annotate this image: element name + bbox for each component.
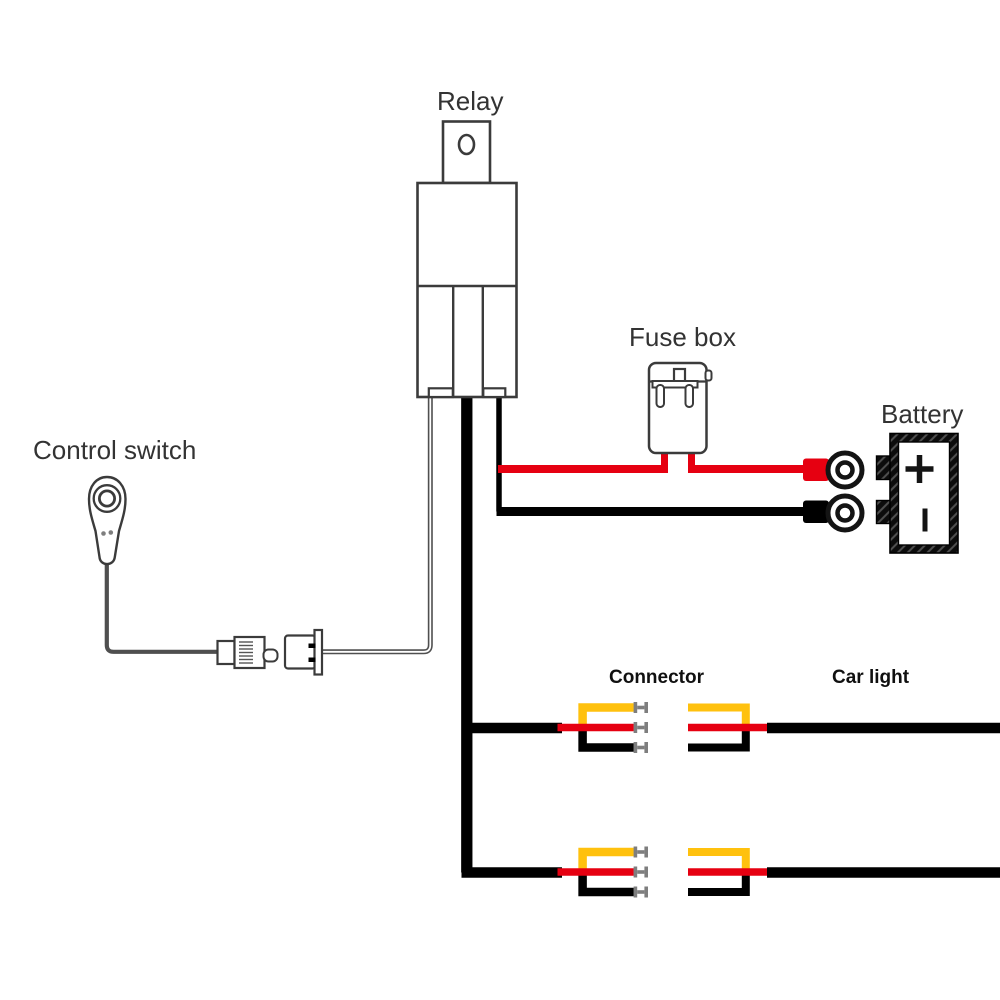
inline-connector-female: [283, 628, 324, 676]
label-control-switch: Control switch: [33, 435, 197, 465]
male-pin: [262, 648, 279, 663]
relay-symbol: [416, 120, 518, 399]
connector-2-left-half: [557, 846, 648, 898]
fuse-box-symbol: [647, 361, 713, 455]
fuse-box-nub: [704, 369, 713, 382]
label-car-light: Car light: [832, 667, 910, 688]
connector-1-right-half: [688, 703, 1000, 752]
fuse-box-latch: [672, 367, 687, 383]
connector-assembly-2: [557, 846, 1000, 898]
ring-terminal-negative: [825, 493, 865, 533]
switch-button: [98, 489, 117, 508]
control-switch-symbol: [87, 475, 127, 566]
inline-connector-male: [216, 635, 279, 670]
wire-control-switch-lead: [104, 565, 218, 654]
battery-symbol: [875, 432, 959, 554]
wire-battery-negative: [496, 395, 804, 516]
ring-terminal-positive: [825, 450, 865, 490]
connector-assembly-1: [557, 702, 1000, 753]
wire-battery-positive: [498, 450, 804, 473]
label-fuse-box: Fuse box: [629, 322, 736, 352]
label-connector: Connector: [609, 667, 704, 688]
fuse-symbol: [651, 380, 699, 408]
relay-terminal-slot-right: [482, 387, 507, 399]
battery-terminal-tab-negative: [875, 499, 892, 525]
relay-body: [416, 181, 518, 399]
crimp-positive: [803, 458, 829, 481]
label-battery: Battery: [881, 399, 964, 429]
battery-positive-symbol: [905, 455, 934, 483]
relay-mounting-hole: [457, 133, 476, 156]
relay-terminal-slot-left: [427, 387, 454, 399]
label-relay: Relay: [437, 86, 504, 116]
wire-output-trunk: [461, 395, 562, 878]
connector-1-left-half: [557, 702, 648, 753]
battery-terminal-tab-positive: [875, 455, 892, 481]
crimp-negative: [803, 500, 829, 523]
wire-relay-signal-lead: [321, 395, 433, 655]
connector-2-right-half: [688, 848, 1000, 896]
